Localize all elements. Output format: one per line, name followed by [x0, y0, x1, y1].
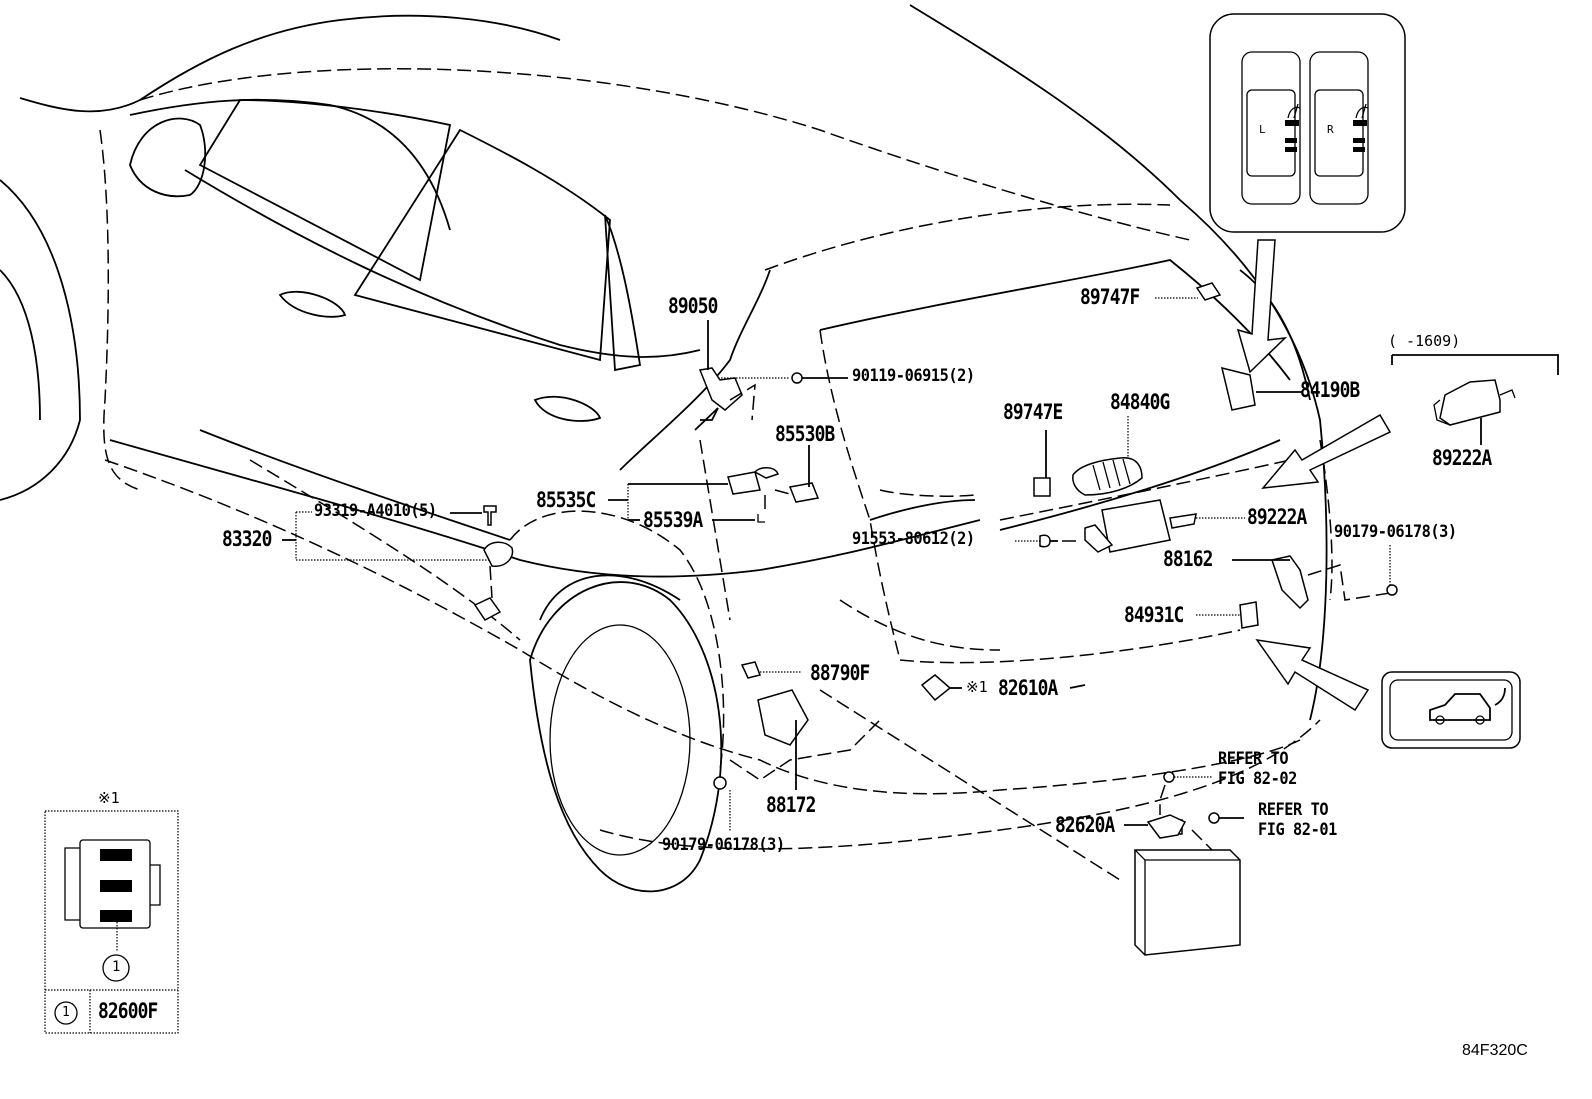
connector-inset-marker: ※1	[98, 789, 120, 807]
callout-88162[interactable]: 88162	[1163, 547, 1213, 571]
reference-fig-82-01[interactable]: FIG 82-01	[1258, 820, 1337, 840]
callout-89747F[interactable]: 89747F	[1080, 285, 1140, 309]
callout-85539A[interactable]: 85539A	[643, 508, 703, 532]
seat-switch-left-label: L	[1259, 123, 1266, 136]
callout-88790F[interactable]: 88790F	[810, 661, 870, 685]
callout-89747E[interactable]: 89747E	[1003, 400, 1063, 424]
callout-82620A[interactable]: 82620A	[1055, 813, 1115, 837]
callout-85535C[interactable]: 85535C	[536, 488, 596, 512]
callout-91553-80612[interactable]: 91553-80612(2)	[852, 529, 975, 549]
reference-fig-82-02[interactable]: FIG 82-02	[1218, 769, 1297, 789]
arrow-to-84931c	[1255, 638, 1370, 712]
battery-part	[1134, 819, 1241, 956]
connector-table-ref: 1	[62, 1005, 70, 1020]
inset-date-range: ( -1609)	[1388, 332, 1461, 350]
callout-84190B[interactable]: 84190B	[1300, 378, 1360, 402]
figure-code: 84F320C	[1462, 1042, 1528, 1059]
connector-table-part[interactable]: 82600F	[98, 999, 158, 1023]
component-parts	[282, 282, 1398, 851]
callout-82610A[interactable]: 82610A	[998, 676, 1058, 700]
tailgate-switch-inset	[1381, 671, 1521, 749]
callout-89222A[interactable]: 89222A	[1247, 505, 1307, 529]
connector-inset	[44, 810, 179, 1034]
callout-84840G[interactable]: 84840G	[1110, 390, 1170, 414]
seat-switch-inset	[1209, 13, 1406, 233]
callout-82610A-marker: ※1	[966, 678, 988, 696]
callout-90179-06178-left[interactable]: 90179-06178(3)	[662, 835, 785, 855]
seat-switch-right-label: R	[1327, 123, 1334, 136]
callout-88172[interactable]: 88172	[766, 793, 816, 817]
callout-84931C[interactable]: 84931C	[1124, 603, 1184, 627]
callout-83320[interactable]: 83320	[222, 527, 272, 551]
callout-90179-06178-right[interactable]: 90179-06178(3)	[1334, 522, 1457, 542]
callout-93319-A4010[interactable]: 93319-A4010(5)	[314, 501, 437, 521]
arrow-to-84190b	[1236, 239, 1288, 374]
callout-85530B[interactable]: 85530B	[775, 422, 835, 446]
reference-fig-82-01-line1: REFER TO	[1258, 800, 1329, 820]
vehicle-body-outline	[0, 4, 1333, 893]
callout-90119-06915[interactable]: 90119-06915(2)	[852, 366, 975, 386]
callout-89050[interactable]: 89050	[668, 294, 718, 318]
arrow-to-89222a	[1261, 413, 1392, 489]
callout-89222A-inset[interactable]: 89222A	[1432, 446, 1492, 470]
connector-pin-callout: 1	[112, 959, 121, 975]
89222a-inset-bracket	[1391, 354, 1559, 445]
reference-fig-82-02-line1: REFER TO	[1218, 749, 1289, 769]
